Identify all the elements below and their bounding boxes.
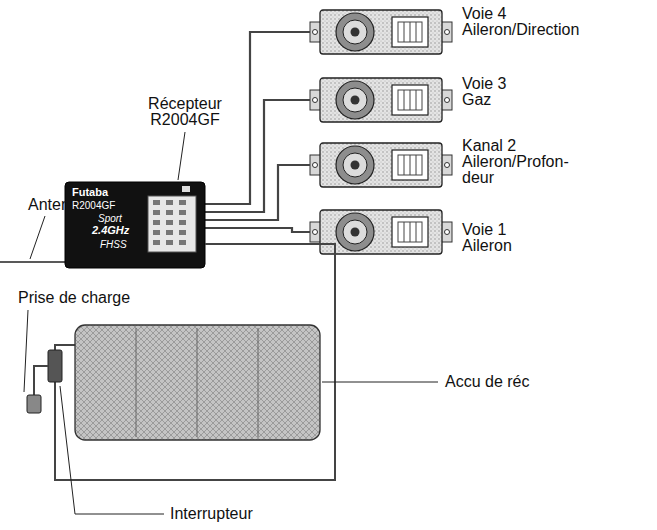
servo-ch1: [310, 210, 452, 254]
servo-ch3: [310, 78, 452, 122]
drawing-rect: [153, 210, 160, 215]
drawing-rect: [153, 240, 160, 245]
drawing-line: [136, 328, 137, 437]
channel-label: Voie 3 Gaz: [462, 76, 522, 108]
drawing-line: [197, 328, 198, 437]
battery-pack: [75, 325, 320, 440]
receiver-print: R2004GF: [72, 200, 115, 211]
drawing-polyline: [60, 386, 164, 514]
drawing-line: [322, 382, 438, 383]
led: [182, 186, 190, 192]
drawing-rect: [166, 230, 173, 235]
drawing-rect: [153, 220, 160, 225]
drawing-rect: [166, 220, 173, 225]
drawing-rect: [166, 210, 173, 215]
servo-ch2: [310, 143, 452, 187]
battery-lead: [55, 345, 75, 350]
drawing-polyline: [205, 32, 310, 204]
charge-plug: [27, 395, 41, 413]
receiver-body: [65, 182, 205, 268]
drawing-line: [258, 328, 259, 437]
part-label: Récepteur R2004GF: [140, 96, 230, 128]
drawing-polyline: [205, 165, 310, 220]
drawing-line: [178, 132, 185, 180]
servo-wires: [205, 32, 310, 232]
receiver-print: FHSS: [100, 239, 127, 250]
drawing-line: [24, 310, 28, 392]
drawing-rect: [166, 240, 173, 245]
receiver-print: Sport: [98, 213, 122, 224]
channel-label: Voie 4 Aileron/Direction: [462, 6, 597, 38]
drawing-rect: [179, 200, 186, 205]
switch: [48, 350, 62, 382]
receiver-print: 2.4GHz: [92, 225, 129, 236]
channel-label: Kanal 2 Aileron/Profon- deur: [462, 138, 587, 186]
drawing-rect: [179, 220, 186, 225]
drawing-rect: [179, 230, 186, 235]
receiver-print: Futaba: [72, 187, 108, 198]
leader-lines: [24, 132, 438, 514]
drawing-polyline: [205, 228, 310, 232]
drawing-rect: [153, 230, 160, 235]
battery-cells: [136, 328, 258, 437]
drawing-rect: [179, 240, 186, 245]
charge-lead: [34, 366, 48, 395]
drawing-polyline: [205, 100, 310, 212]
antenna-wire: [0, 261, 66, 263]
drawing-rect: [166, 200, 173, 205]
channel-label: Voie 1 Aileron: [462, 222, 522, 254]
part-label: Interrupteur: [170, 506, 253, 522]
pins: [153, 200, 186, 245]
power-lead: [55, 244, 335, 480]
part-label: Accu de réc: [445, 374, 529, 390]
drawing-rect: [179, 210, 186, 215]
part-label: Prise de charge: [18, 290, 130, 306]
servo-ch4: [310, 10, 452, 54]
pin-block: [148, 196, 196, 252]
drawing-line: [30, 216, 45, 259]
drawing-rect: [153, 200, 160, 205]
